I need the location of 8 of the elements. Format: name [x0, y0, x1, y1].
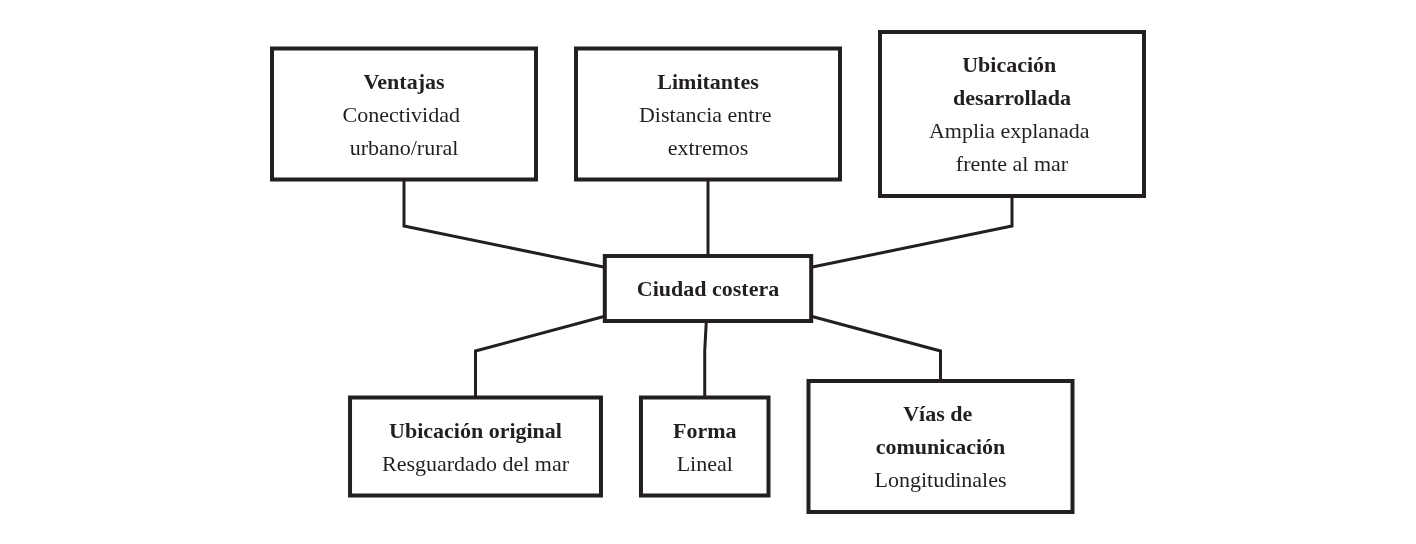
node-box: Ubicación desarrollada Amplia explanada frente al mar: [878, 30, 1146, 198]
node-box: Ciudad costera: [602, 254, 814, 323]
node-box: Forma Lineal: [638, 395, 771, 498]
node-box: Limitantes Distancia entre extremos: [574, 46, 842, 182]
node-box: Ubicación original Resguardado del mar: [348, 395, 603, 498]
connector: [706, 179, 710, 256]
node-box: Vías de comunicación Longitudinales: [806, 379, 1075, 514]
node-box: Ventajas Conectividad urbano/rural: [270, 46, 538, 182]
